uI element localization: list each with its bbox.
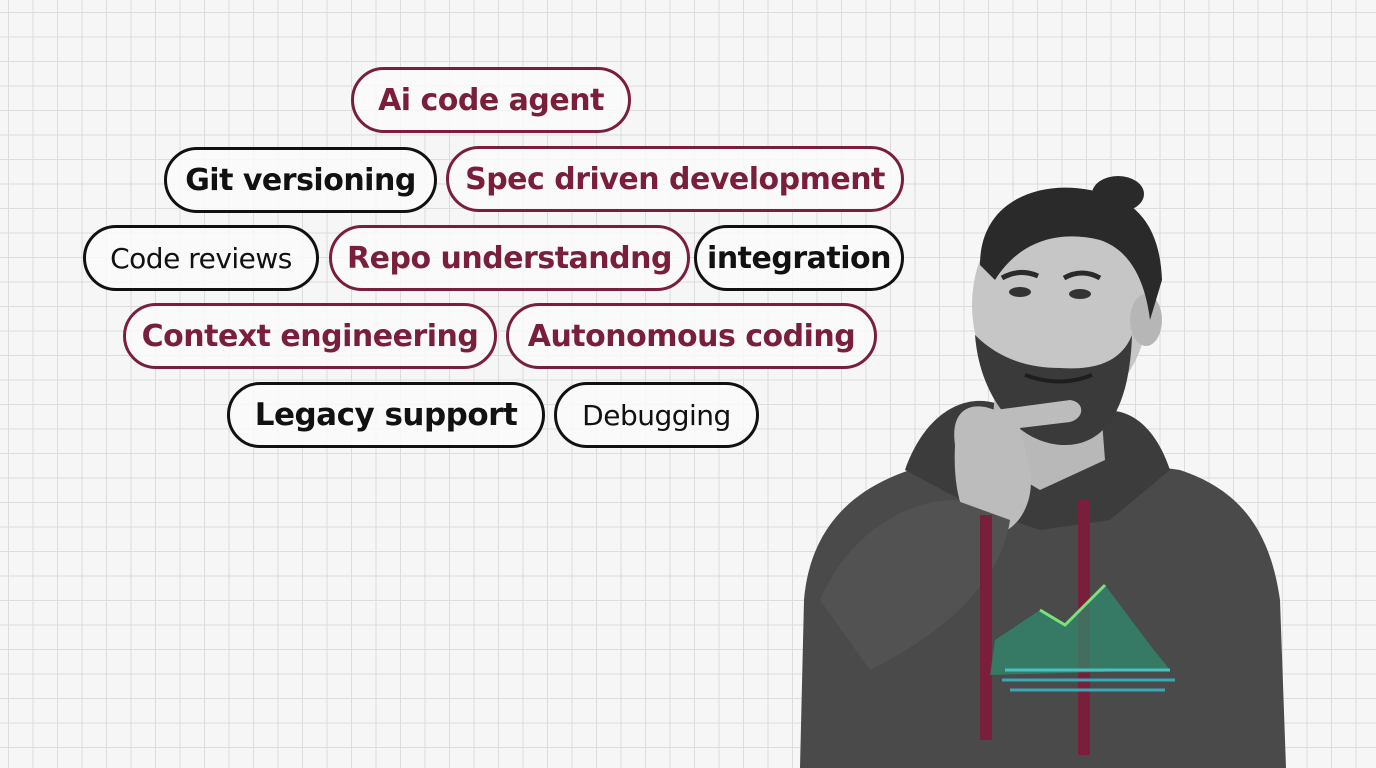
tag-spec-driven-development: Spec driven development <box>446 146 904 212</box>
tag-autonomous-coding: Autonomous coding <box>506 303 877 369</box>
tag-git-versioning: Git versioning <box>164 147 437 213</box>
tag-legacy-support: Legacy support <box>227 382 545 448</box>
tag-repo-understanding: Repo understandng <box>329 225 690 291</box>
hair <box>980 187 1162 320</box>
tag-debugging: Debugging <box>554 382 759 448</box>
tag-code-reviews: Code reviews <box>83 225 319 291</box>
thinking-man-photo <box>800 176 1286 768</box>
mountain-graphic <box>990 583 1175 692</box>
drawstring <box>980 515 992 740</box>
hand <box>954 400 1082 536</box>
tag-context-engineering: Context engineering <box>123 303 497 369</box>
arm <box>820 500 1010 670</box>
tag-ai-code-agent: Ai code agent <box>351 67 631 133</box>
tag-integration: integration <box>694 225 904 291</box>
